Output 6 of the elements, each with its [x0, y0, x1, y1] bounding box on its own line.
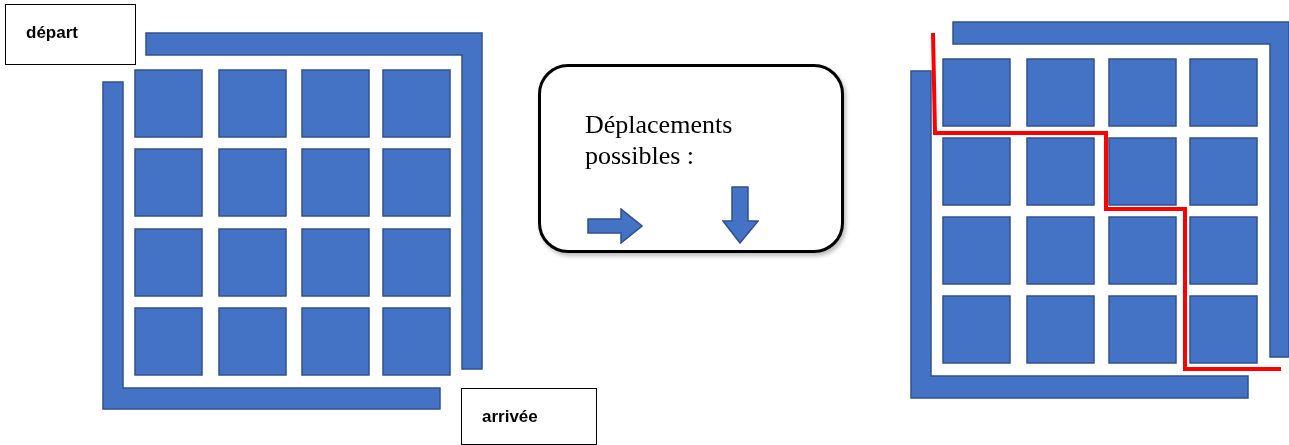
end-label-box	[461, 388, 597, 445]
label-text: départ	[26, 23, 78, 43]
label-text: arrivée	[482, 407, 538, 427]
info-box	[538, 64, 844, 253]
heading-text: Déplacements possibles :	[585, 109, 734, 172]
start-label-box	[5, 4, 136, 65]
